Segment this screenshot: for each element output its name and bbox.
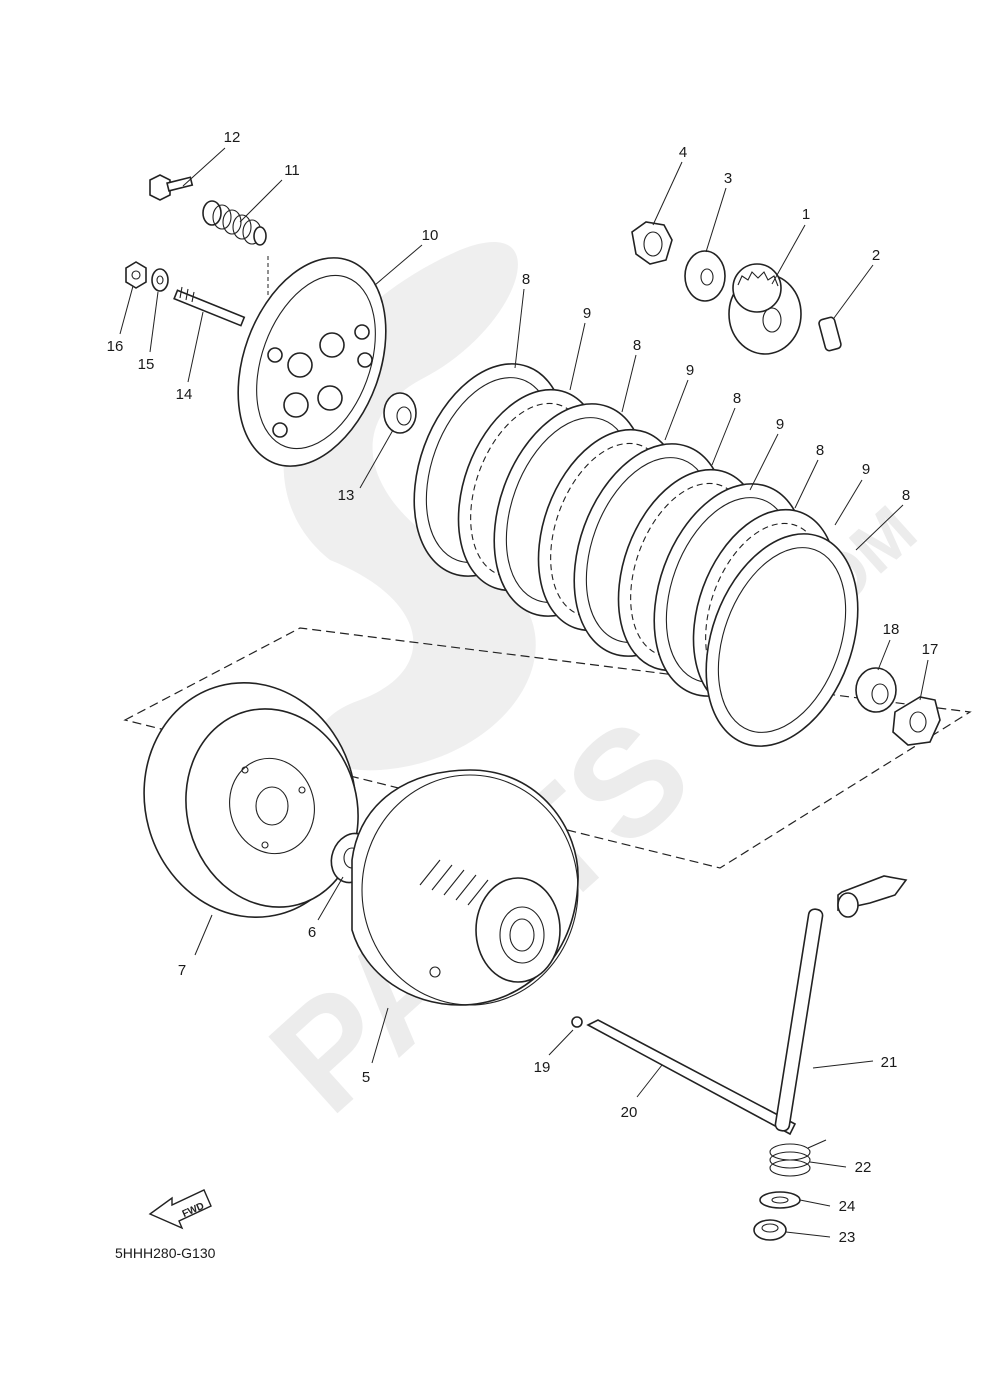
- bearing: [855, 667, 897, 713]
- hub-nut: [631, 221, 673, 265]
- washer: [151, 268, 169, 292]
- push-rod-cap: [383, 392, 417, 434]
- clutch-boss: [143, 682, 359, 918]
- callout-4: 4: [679, 144, 687, 161]
- callout-8: 8: [733, 390, 741, 407]
- forward-arrow: FWD: [148, 1189, 212, 1230]
- primary-drive-gear: [728, 263, 802, 355]
- callout-2: 2: [872, 247, 880, 264]
- diagram-code: 5HHH280-G130: [115, 1245, 216, 1261]
- callout-18: 18: [883, 621, 900, 638]
- callout-7: 7: [178, 962, 186, 979]
- steel-ball: [571, 1016, 583, 1028]
- callout-8: 8: [902, 487, 910, 504]
- callout-21: 21: [881, 1054, 898, 1071]
- callout-8: 8: [522, 271, 530, 288]
- bolt: [149, 174, 194, 201]
- callout-22: 22: [855, 1159, 872, 1176]
- callout-5: 5: [362, 1069, 370, 1086]
- callout-17: 17: [922, 641, 939, 658]
- callout-9: 9: [583, 305, 591, 322]
- callout-1: 1: [802, 206, 810, 223]
- callout-23: 23: [839, 1229, 856, 1246]
- callout-8: 8: [816, 442, 824, 459]
- callout-19: 19: [534, 1059, 551, 1076]
- callout-10: 10: [422, 227, 439, 244]
- callout-labels: 12 11 10 16 15 14 13 4 3 1 2 8 9 8 9 8 9…: [107, 129, 939, 1246]
- callout-11: 11: [284, 162, 300, 179]
- pressure-plate: [237, 257, 387, 467]
- collar: [753, 1219, 787, 1241]
- lock-plate: [892, 696, 941, 746]
- callout-9: 9: [686, 362, 694, 379]
- callout-24: 24: [839, 1198, 856, 1215]
- callout-9: 9: [862, 461, 870, 478]
- stud-bolt: [173, 286, 246, 327]
- callout-14: 14: [176, 386, 193, 403]
- callout-8: 8: [633, 337, 641, 354]
- callout-13: 13: [338, 487, 355, 504]
- torsion-spring: [769, 1139, 827, 1177]
- compression-spring: [202, 200, 267, 246]
- friction-plate: [705, 533, 859, 747]
- callout-12: 12: [224, 129, 241, 146]
- push-lever-shaft: [774, 875, 908, 1132]
- callout-15: 15: [138, 356, 155, 373]
- callout-6: 6: [308, 924, 316, 941]
- callout-3: 3: [724, 170, 732, 187]
- callout-20: 20: [621, 1104, 638, 1121]
- callout-9: 9: [776, 416, 784, 433]
- push-rod: [586, 1019, 797, 1136]
- woodruff-key: [818, 316, 842, 352]
- callout-16: 16: [107, 338, 124, 355]
- plain-washer: [759, 1191, 801, 1209]
- nut: [125, 261, 147, 289]
- clutch-housing: [351, 769, 579, 1006]
- leader-lines: [119, 147, 929, 1238]
- lock-washer: [684, 250, 726, 302]
